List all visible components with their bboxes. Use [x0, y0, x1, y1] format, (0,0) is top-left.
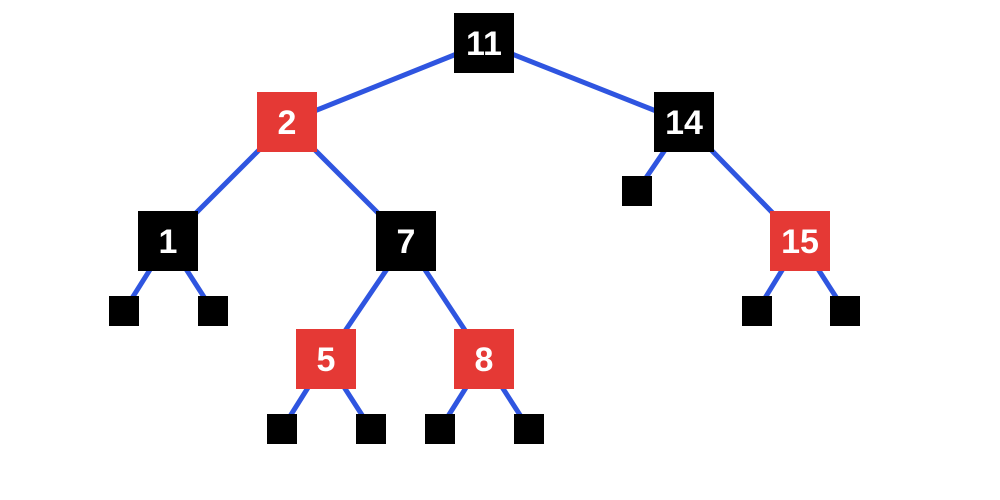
tree-node-1: 1: [138, 211, 198, 271]
black-node-box: [138, 211, 198, 271]
node-label: 15: [781, 223, 819, 261]
node-label: 7: [397, 223, 416, 261]
black-node-box: [454, 13, 514, 73]
tree-node-14: 14: [654, 92, 714, 152]
red-node-box: [257, 92, 317, 152]
nil-leaf: [198, 296, 228, 326]
nil-leaf: [109, 296, 139, 326]
nil-leaves: [109, 176, 860, 444]
tree-node-11: 11: [454, 13, 514, 73]
node-label: 8: [475, 341, 494, 379]
black-node-box: [376, 211, 436, 271]
tree-node-2: 2: [257, 92, 317, 152]
nil-leaf: [622, 176, 652, 206]
tree-nodes: 11 2 14 1 7 15 5 8: [138, 13, 830, 389]
red-node-box: [454, 329, 514, 389]
red-node-box: [770, 211, 830, 271]
tree-node-5: 5: [296, 329, 356, 389]
node-label: 5: [317, 341, 336, 379]
nil-leaf: [830, 296, 860, 326]
edge-n11-to-n14: [481, 40, 687, 125]
black-node-box: [654, 92, 714, 152]
node-label: 14: [665, 104, 703, 142]
nil-leaf: [356, 414, 386, 444]
nil-leaf: [425, 414, 455, 444]
tree-node-15: 15: [770, 211, 830, 271]
node-label: 2: [278, 104, 297, 142]
nil-leaf: [742, 296, 772, 326]
node-label: 1: [159, 223, 178, 261]
nil-leaf: [267, 414, 297, 444]
red-node-box: [296, 329, 356, 389]
nil-leaf: [514, 414, 544, 444]
node-label: 11: [466, 25, 502, 63]
tree-node-8: 8: [454, 329, 514, 389]
edge-n11-to-n2: [284, 40, 487, 125]
tree-node-7: 7: [376, 211, 436, 271]
